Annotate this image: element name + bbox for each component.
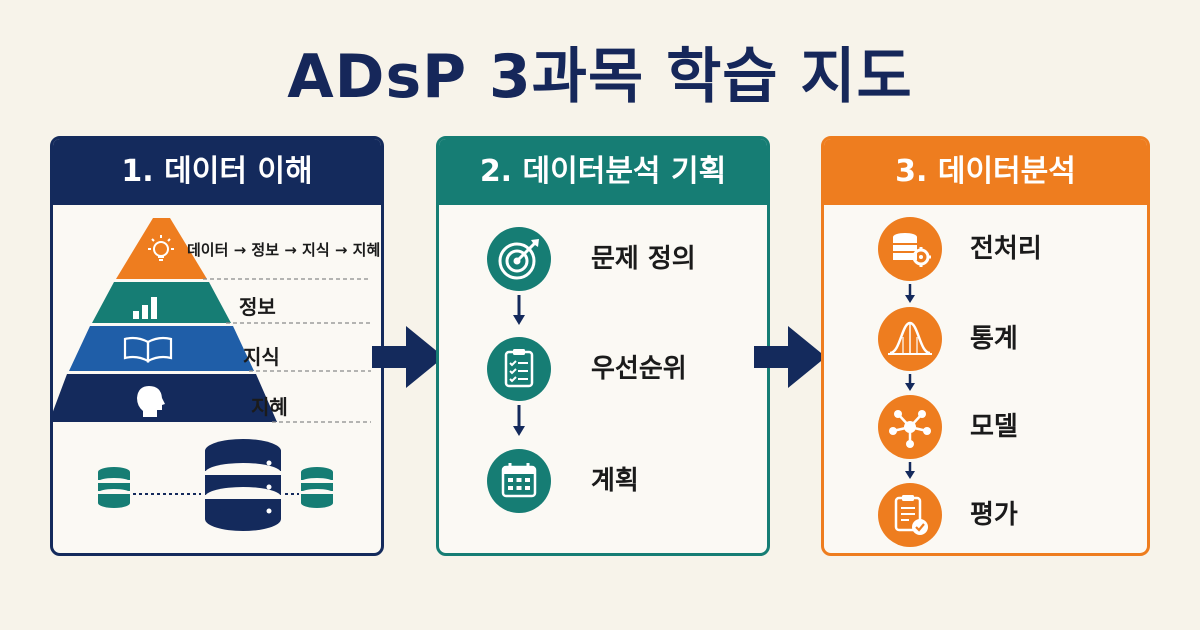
step-label: 계획 xyxy=(591,466,639,496)
step-plan: 계획 xyxy=(439,449,767,519)
book-icon xyxy=(123,336,173,363)
bell-curve-icon xyxy=(878,307,942,371)
head-icon xyxy=(137,386,165,417)
step-label: 문제 정의 xyxy=(591,244,696,274)
step-statistics: 통계 xyxy=(824,307,1147,377)
database-gear-icon xyxy=(878,217,942,281)
step-label: 모델 xyxy=(970,412,1018,442)
target-icon xyxy=(487,227,551,291)
panel-header: 3. 데이터분석 xyxy=(824,139,1147,205)
step-label: 통계 xyxy=(970,324,1018,354)
calendar-icon xyxy=(487,449,551,513)
step-priority: 우선순위 xyxy=(439,337,767,407)
lightbulb-icon xyxy=(148,235,174,261)
pyramid-layer-knowledge xyxy=(69,326,254,371)
step-problem-definition: 문제 정의 xyxy=(439,227,767,297)
bar-chart-icon xyxy=(133,297,157,319)
arrow-down-icon xyxy=(513,405,525,436)
pyramid-layer-information xyxy=(92,282,231,323)
step-label: 전처리 xyxy=(970,234,1042,264)
pyramid-label-wisdom: 지혜 xyxy=(251,395,288,419)
panel-analysis-planning: 2. 데이터분석 기획 문제 정의 xyxy=(436,136,770,556)
arrow-down-icon xyxy=(513,295,525,325)
step-preprocessing: 전처리 xyxy=(824,217,1147,287)
step-label: 평가 xyxy=(970,500,1018,530)
arrow-right-icon xyxy=(754,326,826,388)
database-icon xyxy=(98,467,130,508)
panel-data-understanding: 1. 데이터 이해 xyxy=(50,136,384,556)
panel-header: 1. 데이터 이해 xyxy=(53,139,381,205)
arrow-right-icon xyxy=(372,326,444,388)
pyramid-diagram xyxy=(53,218,371,531)
step-model: 모델 xyxy=(824,395,1147,465)
database-icon xyxy=(205,439,281,531)
panel-data-analysis: 3. 데이터분석 전처리 xyxy=(821,136,1150,556)
network-icon xyxy=(878,395,942,459)
database-icon xyxy=(301,467,333,508)
checklist-icon xyxy=(487,337,551,401)
step-label: 우선순위 xyxy=(591,354,687,384)
pyramid-label-data: 데이터 → 정보 → 지식 → 지혜 xyxy=(187,241,381,259)
page-title: ADsP 3과목 학습 지도 xyxy=(287,42,913,112)
pyramid-layer-data xyxy=(116,218,207,279)
pyramid-layer-wisdom xyxy=(53,374,277,422)
pyramid-label-information: 정보 xyxy=(239,295,276,319)
pyramid-label-knowledge: 지식 xyxy=(243,345,280,369)
step-evaluation: 평가 xyxy=(824,483,1147,553)
clipboard-check-icon xyxy=(878,483,942,547)
panel-header: 2. 데이터분석 기획 xyxy=(439,139,767,205)
